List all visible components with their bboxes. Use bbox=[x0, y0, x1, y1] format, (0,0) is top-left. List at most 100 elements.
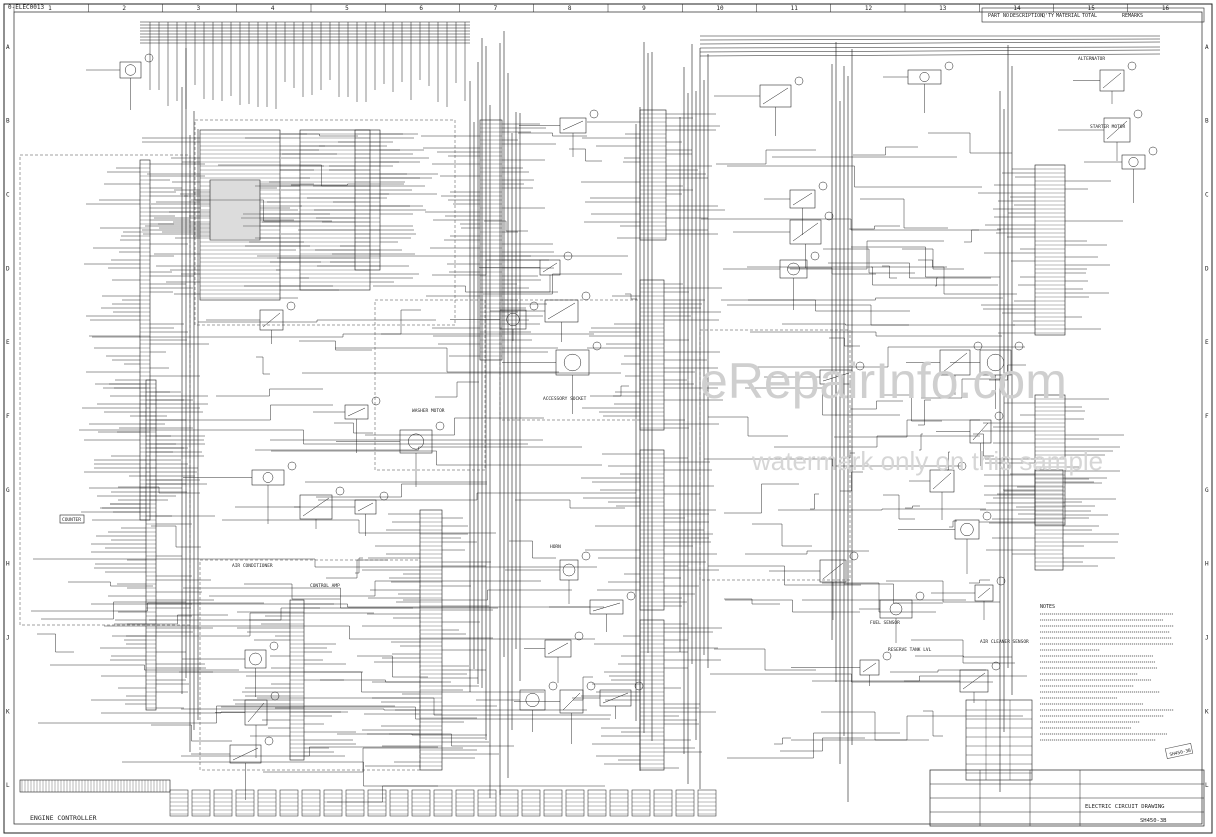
routed-wire bbox=[840, 471, 863, 492]
item-number-bubble bbox=[379, 491, 389, 501]
row-letter: A bbox=[6, 44, 10, 51]
column-number: 16 bbox=[1162, 5, 1170, 12]
component-symbol bbox=[244, 699, 268, 726]
bottom-connector bbox=[367, 789, 387, 817]
item-number-bubble bbox=[994, 411, 1004, 421]
row-letter: G bbox=[6, 487, 10, 494]
watermark-sub: watermark only on this sample bbox=[751, 446, 1103, 476]
row-letter: H bbox=[1205, 561, 1209, 568]
routed-wire bbox=[518, 132, 587, 137]
routed-wire bbox=[181, 746, 438, 757]
row-letter: C bbox=[1205, 192, 1209, 199]
routed-wire bbox=[403, 589, 572, 601]
routed-wire bbox=[790, 240, 944, 270]
item-number-bubble bbox=[824, 211, 834, 221]
bottom-connector bbox=[213, 789, 233, 817]
routed-wire bbox=[257, 697, 611, 716]
bottom-connector bbox=[455, 789, 475, 817]
motor-symbol bbox=[562, 563, 576, 577]
routed-wire bbox=[851, 246, 1000, 278]
bottom-connector bbox=[235, 789, 255, 817]
routed-wire bbox=[844, 583, 943, 604]
subassembly-frame bbox=[194, 119, 456, 326]
routed-wire bbox=[613, 385, 629, 397]
harness-wire bbox=[699, 49, 1161, 53]
column-number: 1 bbox=[48, 5, 52, 12]
routed-wire bbox=[883, 494, 915, 520]
motor-symbol bbox=[889, 602, 903, 616]
item-number-bubble bbox=[882, 651, 892, 661]
component-symbol bbox=[979, 349, 1012, 376]
routed-wire bbox=[853, 146, 918, 156]
component-symbol bbox=[959, 669, 989, 693]
component-symbol bbox=[907, 69, 942, 85]
routed-wire bbox=[515, 499, 625, 509]
model-number: SH450-3B bbox=[1140, 818, 1167, 824]
component-symbol bbox=[1121, 154, 1146, 170]
item-number-bubble bbox=[849, 551, 859, 561]
routed-wire bbox=[33, 558, 597, 568]
item-number-bubble bbox=[144, 53, 154, 63]
routed-wire bbox=[256, 356, 270, 375]
row-letter: F bbox=[6, 413, 10, 420]
item-number-bubble bbox=[794, 76, 804, 86]
switch-symbol bbox=[1106, 120, 1128, 140]
routed-wire bbox=[727, 304, 1015, 326]
counter-box bbox=[59, 514, 85, 524]
column-number: 7 bbox=[494, 5, 498, 12]
switch-symbol bbox=[972, 422, 989, 441]
bottom-connector bbox=[389, 789, 409, 817]
connector-block bbox=[145, 379, 157, 711]
component-symbol bbox=[539, 259, 561, 276]
component-symbol bbox=[969, 419, 992, 444]
motor-symbol bbox=[960, 522, 974, 537]
switch-symbol bbox=[262, 312, 281, 328]
routed-wire bbox=[37, 633, 74, 653]
routed-wire bbox=[101, 711, 341, 714]
bottom-connector bbox=[411, 789, 431, 817]
drawing-number: 0-ELEC0013 bbox=[8, 4, 45, 11]
motor-symbol bbox=[563, 353, 582, 372]
item-number-bubble bbox=[915, 591, 925, 601]
routed-wire bbox=[435, 381, 479, 398]
routed-wire bbox=[791, 715, 1023, 741]
component-symbol bbox=[819, 369, 853, 385]
item-number-bubble bbox=[996, 576, 1006, 586]
item-number-bubble bbox=[957, 461, 967, 471]
air-conditioner-label: AIR CONDITIONER bbox=[232, 563, 273, 569]
routed-wire bbox=[708, 416, 788, 437]
row-letter: K bbox=[6, 708, 10, 715]
routed-wire bbox=[389, 733, 514, 747]
routed-wire bbox=[151, 724, 232, 742]
routed-wire bbox=[181, 708, 587, 711]
switch-symbol bbox=[547, 302, 576, 320]
routed-wire bbox=[821, 711, 929, 741]
routed-wire bbox=[964, 229, 979, 243]
alternator-label: ALTERNATOR bbox=[1078, 56, 1105, 62]
routed-wire bbox=[320, 679, 451, 683]
bottom-connector bbox=[631, 789, 651, 817]
component-symbol bbox=[499, 309, 527, 330]
switch-symbol bbox=[547, 642, 569, 655]
switch-symbol bbox=[762, 87, 789, 105]
bottom-connector bbox=[499, 789, 519, 817]
connectors bbox=[19, 53, 1158, 817]
routed-wire bbox=[710, 673, 993, 683]
routed-wire bbox=[79, 429, 528, 445]
switch-symbol bbox=[792, 222, 819, 242]
switch-symbol bbox=[247, 702, 265, 723]
fuel-sensor-label: FUEL SENSOR bbox=[870, 620, 900, 626]
connector-block bbox=[1034, 394, 1066, 526]
routed-wire bbox=[778, 508, 986, 511]
horn-label: HORN bbox=[550, 544, 561, 550]
component-symbol bbox=[939, 349, 971, 376]
routed-wire bbox=[751, 346, 1025, 368]
component-symbol bbox=[1103, 117, 1131, 143]
notes-lines bbox=[965, 613, 1174, 781]
routed-wire bbox=[209, 580, 541, 597]
component-symbol bbox=[779, 259, 808, 279]
bottom-connector bbox=[257, 789, 277, 817]
harness-wire bbox=[699, 41, 1161, 45]
